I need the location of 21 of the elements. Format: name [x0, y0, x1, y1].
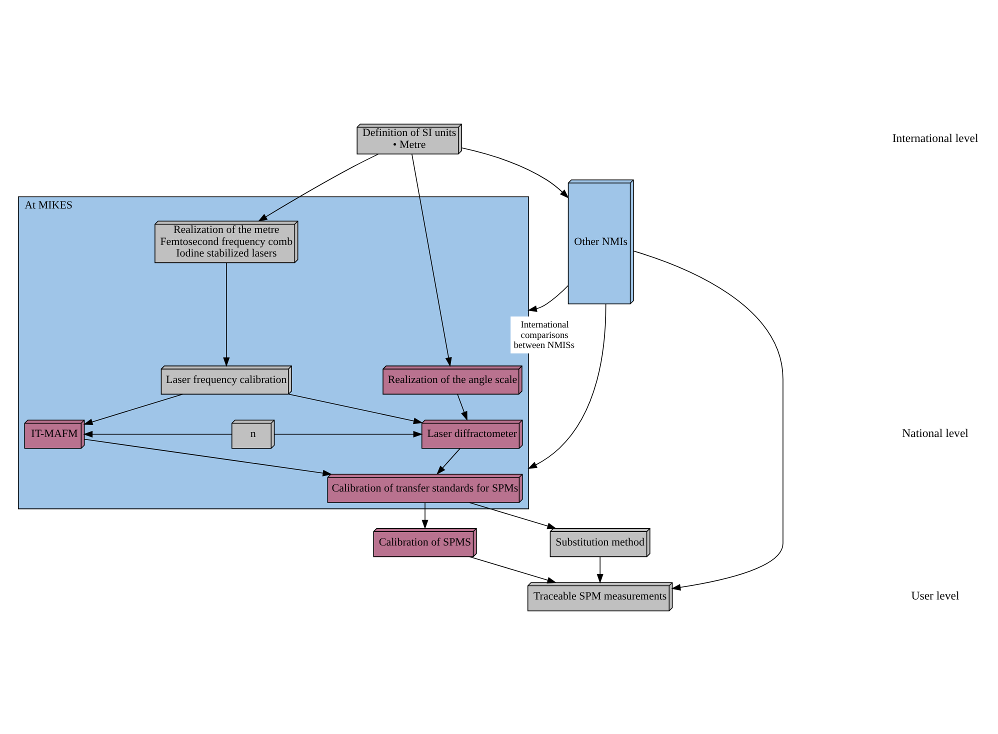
arrow	[436, 448, 460, 474]
arrow	[288, 393, 423, 424]
arrow	[422, 502, 428, 529]
arrow	[461, 147, 569, 198]
arrow	[83, 393, 183, 425]
arrow	[223, 262, 230, 366]
arrow	[412, 153, 452, 366]
arrow	[84, 438, 332, 476]
arrow	[633, 250, 784, 590]
arrow	[469, 502, 557, 529]
arrow	[469, 556, 557, 583]
label: User level	[911, 588, 960, 602]
arrow	[596, 556, 604, 583]
label: International level	[892, 131, 978, 144]
arrow	[258, 153, 379, 222]
label: National level	[902, 426, 968, 440]
arrow	[528, 303, 606, 469]
arrow	[83, 430, 232, 438]
arrow	[457, 394, 468, 420]
arrow	[527, 284, 569, 312]
arrow	[274, 430, 423, 438]
